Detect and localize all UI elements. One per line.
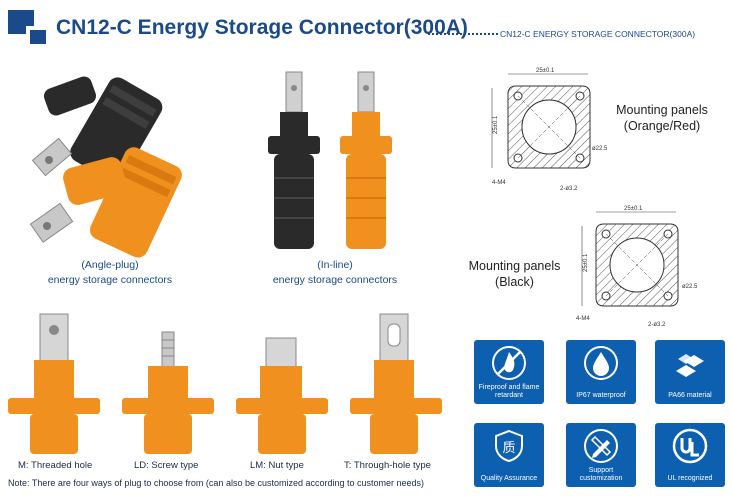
badge-fireproof-label: Fireproof and flame retardant bbox=[478, 384, 540, 399]
plug-variants-image bbox=[8, 313, 442, 454]
header: CN12-C Energy Storage Connector(300A) CN… bbox=[0, 0, 732, 48]
page-subtitle: CN12-C ENERGY STORAGE CONNECTOR(300A) bbox=[500, 29, 696, 39]
panel-label-orange-line1: Mounting panels bbox=[616, 103, 708, 117]
angle-plug-image bbox=[29, 76, 182, 258]
footnote: Note: There are four ways of plug to cho… bbox=[8, 478, 425, 488]
badge-quality: 质 Quality Assurance bbox=[474, 423, 544, 487]
page-title: CN12-C Energy Storage Connector(300A) bbox=[56, 16, 468, 39]
badge-waterproof-label: IP67 waterproof bbox=[576, 392, 626, 399]
panel-label-black: Mounting panels (Black) bbox=[452, 258, 577, 290]
dim-screws-1: 4-M4 bbox=[492, 180, 506, 186]
ul-logo-icon bbox=[672, 428, 708, 464]
badge-material: PA66 material bbox=[655, 340, 725, 404]
logo-icon bbox=[8, 10, 46, 44]
dim-width-2: 25±0.1 bbox=[624, 206, 643, 212]
badge-fireproof: Fireproof and flame retardant bbox=[474, 340, 544, 404]
flame-icon bbox=[492, 346, 526, 380]
inline-caption-line2: energy storage connectors bbox=[272, 274, 398, 286]
plug-type-ld: LD: Screw type bbox=[134, 460, 199, 471]
badge-customization-label: Support customization bbox=[579, 467, 623, 482]
badge-ul-label: UL recognized bbox=[667, 475, 713, 482]
badge-waterproof: IP67 waterproof bbox=[566, 340, 636, 404]
dim-hole-1: ø22.5 bbox=[592, 146, 608, 152]
angle-plug-caption: (Angle-plug) energy storage connectors bbox=[30, 258, 190, 288]
dim-hole-2: ø22.5 bbox=[682, 284, 698, 290]
panel-drawing-black: 25±0.1 25±0.1 ø22.5 4-M4 2-ø3.2 bbox=[576, 206, 698, 328]
angle-caption-line1: (Angle-plug) bbox=[81, 259, 139, 271]
title-divider bbox=[428, 33, 498, 35]
material-blocks-icon bbox=[676, 354, 704, 377]
dim-pins-2: 2-ø3.2 bbox=[648, 322, 666, 328]
panel-label-black-line1: Mounting panels bbox=[468, 259, 561, 273]
dim-pins-1: 2-ø3.2 bbox=[560, 186, 578, 192]
shield-icon: 质 bbox=[495, 429, 523, 463]
badge-material-label: PA66 material bbox=[668, 392, 712, 399]
water-drop-icon bbox=[584, 346, 618, 380]
dim-screws-2: 4-M4 bbox=[576, 316, 590, 322]
dim-width-1: 25±0.1 bbox=[536, 68, 555, 74]
dim-height-1: 25±0.1 bbox=[493, 115, 499, 134]
badge-quality-label: Quality Assurance bbox=[480, 475, 538, 482]
plug-type-lm: LM: Nut type bbox=[250, 460, 304, 471]
plug-type-t: T: Through-hole type bbox=[344, 460, 431, 471]
angle-caption-line2: energy storage connectors bbox=[47, 274, 173, 286]
badge-ul: UL recognized bbox=[655, 423, 725, 487]
plug-type-m: M: Threaded hole bbox=[18, 460, 93, 471]
panel-drawing-orange: 25±0.1 25±0.1 ø22.5 4-M4 2-ø3.2 bbox=[491, 68, 608, 192]
badge-customization: Support customization bbox=[566, 423, 636, 487]
svg-text:质: 质 bbox=[502, 441, 515, 456]
inline-caption: (In-line) energy storage connectors bbox=[255, 258, 415, 288]
panel-label-black-line2: (Black) bbox=[495, 275, 534, 289]
inline-caption-line1: (In-line) bbox=[317, 259, 353, 271]
panel-label-orange-line2: (Orange/Red) bbox=[623, 119, 701, 133]
inline-connector-image bbox=[268, 71, 392, 249]
panel-label-orange: Mounting panels (Orange/Red) bbox=[602, 102, 722, 134]
dim-height-2: 25±0.1 bbox=[583, 253, 589, 272]
pencil-ruler-icon bbox=[584, 429, 618, 463]
